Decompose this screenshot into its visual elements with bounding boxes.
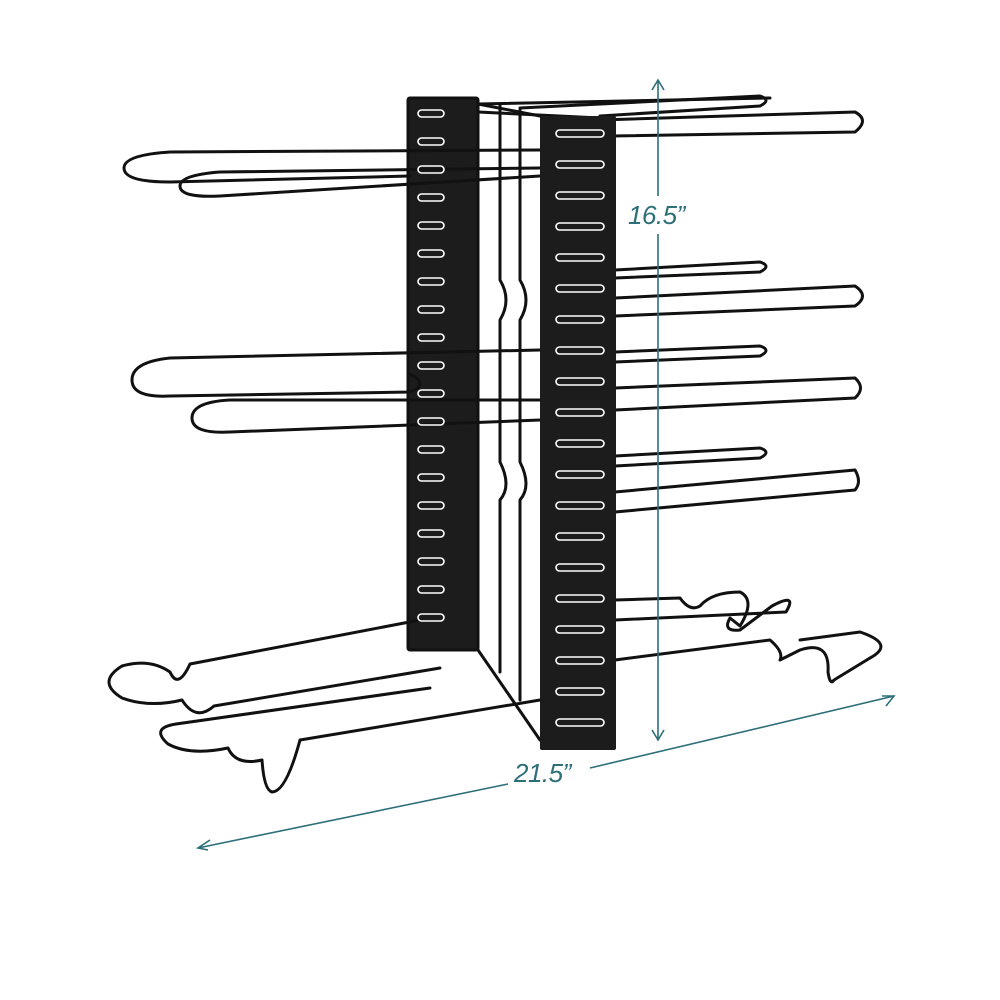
panel-slot xyxy=(555,191,605,200)
base-wire xyxy=(107,618,442,715)
front-slotted-panel xyxy=(417,109,616,750)
panel-slot xyxy=(417,333,445,342)
height-arrow-bottom xyxy=(651,729,665,742)
front-panel xyxy=(540,116,616,750)
right-arm xyxy=(613,446,768,468)
panel-slot xyxy=(555,718,605,727)
base-wire xyxy=(613,590,792,632)
panel-slot xyxy=(417,501,445,510)
panel-slot xyxy=(555,501,605,510)
panel-slot xyxy=(417,249,445,258)
panel-slot xyxy=(417,277,445,286)
width-arrow-right xyxy=(882,695,896,707)
panel-slot xyxy=(417,417,445,426)
panel-slot xyxy=(417,193,445,202)
width-arrow-left xyxy=(195,839,211,851)
panel-slot xyxy=(555,408,605,417)
panel-slot xyxy=(555,315,605,324)
panel-slot xyxy=(417,137,445,146)
panel-slot xyxy=(417,473,445,482)
panel-slot xyxy=(417,613,445,622)
panel-slot xyxy=(417,109,445,118)
panel-slot xyxy=(417,529,445,538)
panel-slot xyxy=(555,625,605,634)
left-arm xyxy=(190,398,542,434)
panel-slot xyxy=(555,656,605,665)
panel-slot xyxy=(417,445,445,454)
right-arm xyxy=(613,468,860,514)
panel-slot xyxy=(417,585,445,594)
dimension-lines xyxy=(195,78,896,851)
width-dimension-label: 21.5” xyxy=(514,758,571,788)
height-arrow-top xyxy=(651,78,665,91)
panel-slot xyxy=(555,563,605,572)
panel-slot xyxy=(417,389,445,398)
right-arm xyxy=(613,284,864,318)
left-arm xyxy=(122,148,542,184)
support-wire xyxy=(476,102,542,742)
back-panel xyxy=(406,96,480,652)
panel-slot xyxy=(555,253,605,262)
panel-slots xyxy=(555,129,605,727)
back-panel-slots xyxy=(417,109,445,622)
panel-slot xyxy=(417,557,445,566)
panel-slot xyxy=(555,439,605,448)
panel-slot xyxy=(555,346,605,355)
panel-slot xyxy=(555,160,605,169)
panel-slot xyxy=(417,221,445,230)
panel-slot xyxy=(417,165,445,174)
right-arm xyxy=(598,110,864,138)
panel-slot xyxy=(417,361,445,370)
panel-slot xyxy=(555,222,605,231)
left-arm xyxy=(130,348,542,398)
height-dimension-label: 16.5” xyxy=(628,200,685,230)
right-arm xyxy=(613,376,862,412)
base-wire xyxy=(613,630,883,684)
right-arm xyxy=(613,344,768,364)
right-arm xyxy=(613,260,768,280)
right-arm xyxy=(518,94,768,118)
panel-slot xyxy=(555,532,605,541)
panel-slot xyxy=(555,470,605,479)
panel-slot xyxy=(555,594,605,603)
panel-slot xyxy=(555,377,605,386)
width-dimension-line xyxy=(197,695,895,849)
panel-slot xyxy=(555,687,605,696)
panel-slot xyxy=(417,305,445,314)
panel-slot xyxy=(555,129,605,138)
rack-wire-frame xyxy=(107,94,883,794)
base-wire xyxy=(159,686,542,794)
left-arm xyxy=(178,166,542,198)
panel-slot xyxy=(555,284,605,293)
